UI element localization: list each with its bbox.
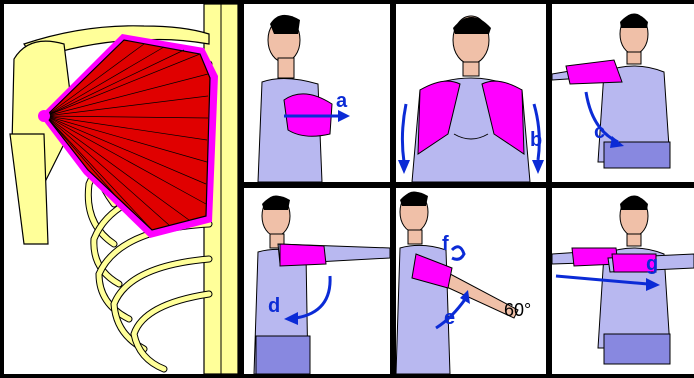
figure-panel-d: d: [244, 188, 390, 374]
angle-label: 60°: [504, 300, 531, 320]
figure-d: d: [244, 188, 390, 374]
humerus: [10, 134, 48, 244]
chest-skeleton-diagram: [4, 4, 238, 374]
figure-panel-a: a: [244, 4, 390, 182]
figure-b: b: [396, 4, 546, 182]
anatomy-panel: [4, 4, 238, 374]
figure-panel-g: g: [552, 188, 694, 374]
label-g: g: [646, 253, 658, 275]
figure-panel-e: f e 60°: [396, 188, 546, 374]
label-e: e: [444, 307, 455, 329]
figure-a: a: [244, 4, 390, 182]
label-c: c: [594, 121, 605, 143]
figure-c: c: [552, 4, 694, 182]
figure-panel-b: b: [396, 4, 546, 182]
label-d: d: [268, 295, 280, 317]
muscle-insertion: [38, 110, 50, 122]
figure-e: f e 60°: [396, 188, 546, 374]
label-a: a: [336, 90, 348, 112]
figure-g: g: [552, 188, 694, 374]
label-f: f: [442, 233, 449, 255]
label-b: b: [530, 129, 542, 151]
figure-panel-c: c: [552, 4, 694, 182]
